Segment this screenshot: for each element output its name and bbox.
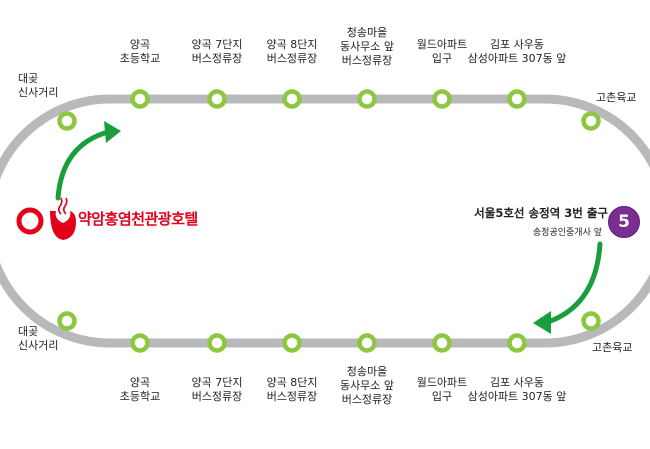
stop-label-bottom-8: 고촌육교 [592,341,633,354]
terminal-name: 약암홍염천관광호텔 [78,210,198,228]
stop-marker-bottom-6 [432,333,452,353]
stop-marker-bottom-2 [130,333,150,353]
stop-marker-top-7 [507,89,527,109]
terminal-marker [16,207,44,235]
stop-marker-top-4 [282,89,302,109]
direction-arrow-bottom-head [533,311,551,334]
stop-marker-top-8 [581,111,601,131]
subway-station-name: 서울5호선 송정역 3번 출구 [474,206,608,220]
stop-marker-top-5 [357,89,377,109]
stop-marker-top-3 [207,89,227,109]
stop-marker-bottom-8 [581,311,601,331]
route-track [0,94,650,348]
stops-layer [57,89,601,353]
stop-marker-top-2 [130,89,150,109]
stop-marker-bottom-7 [507,333,527,353]
direction-arrow-top [55,129,111,201]
stop-marker-top-6 [432,89,452,109]
stop-marker-bottom-5 [357,333,377,353]
stop-label-top-8: 고촌육교 [596,91,637,104]
direction-arrow-bottom [545,241,603,325]
hot-spring-icon [50,197,76,240]
stop-marker-bottom-4 [282,333,302,353]
stop-marker-bottom-3 [207,333,227,353]
stop-marker-top-1 [57,111,77,131]
stop-marker-bottom-1 [57,311,77,331]
direction-arrow-top-head [104,121,121,143]
subway-line-badge: 5 [608,206,640,238]
subway-station-landmark: 송정공인중개사 앞 [532,228,602,238]
